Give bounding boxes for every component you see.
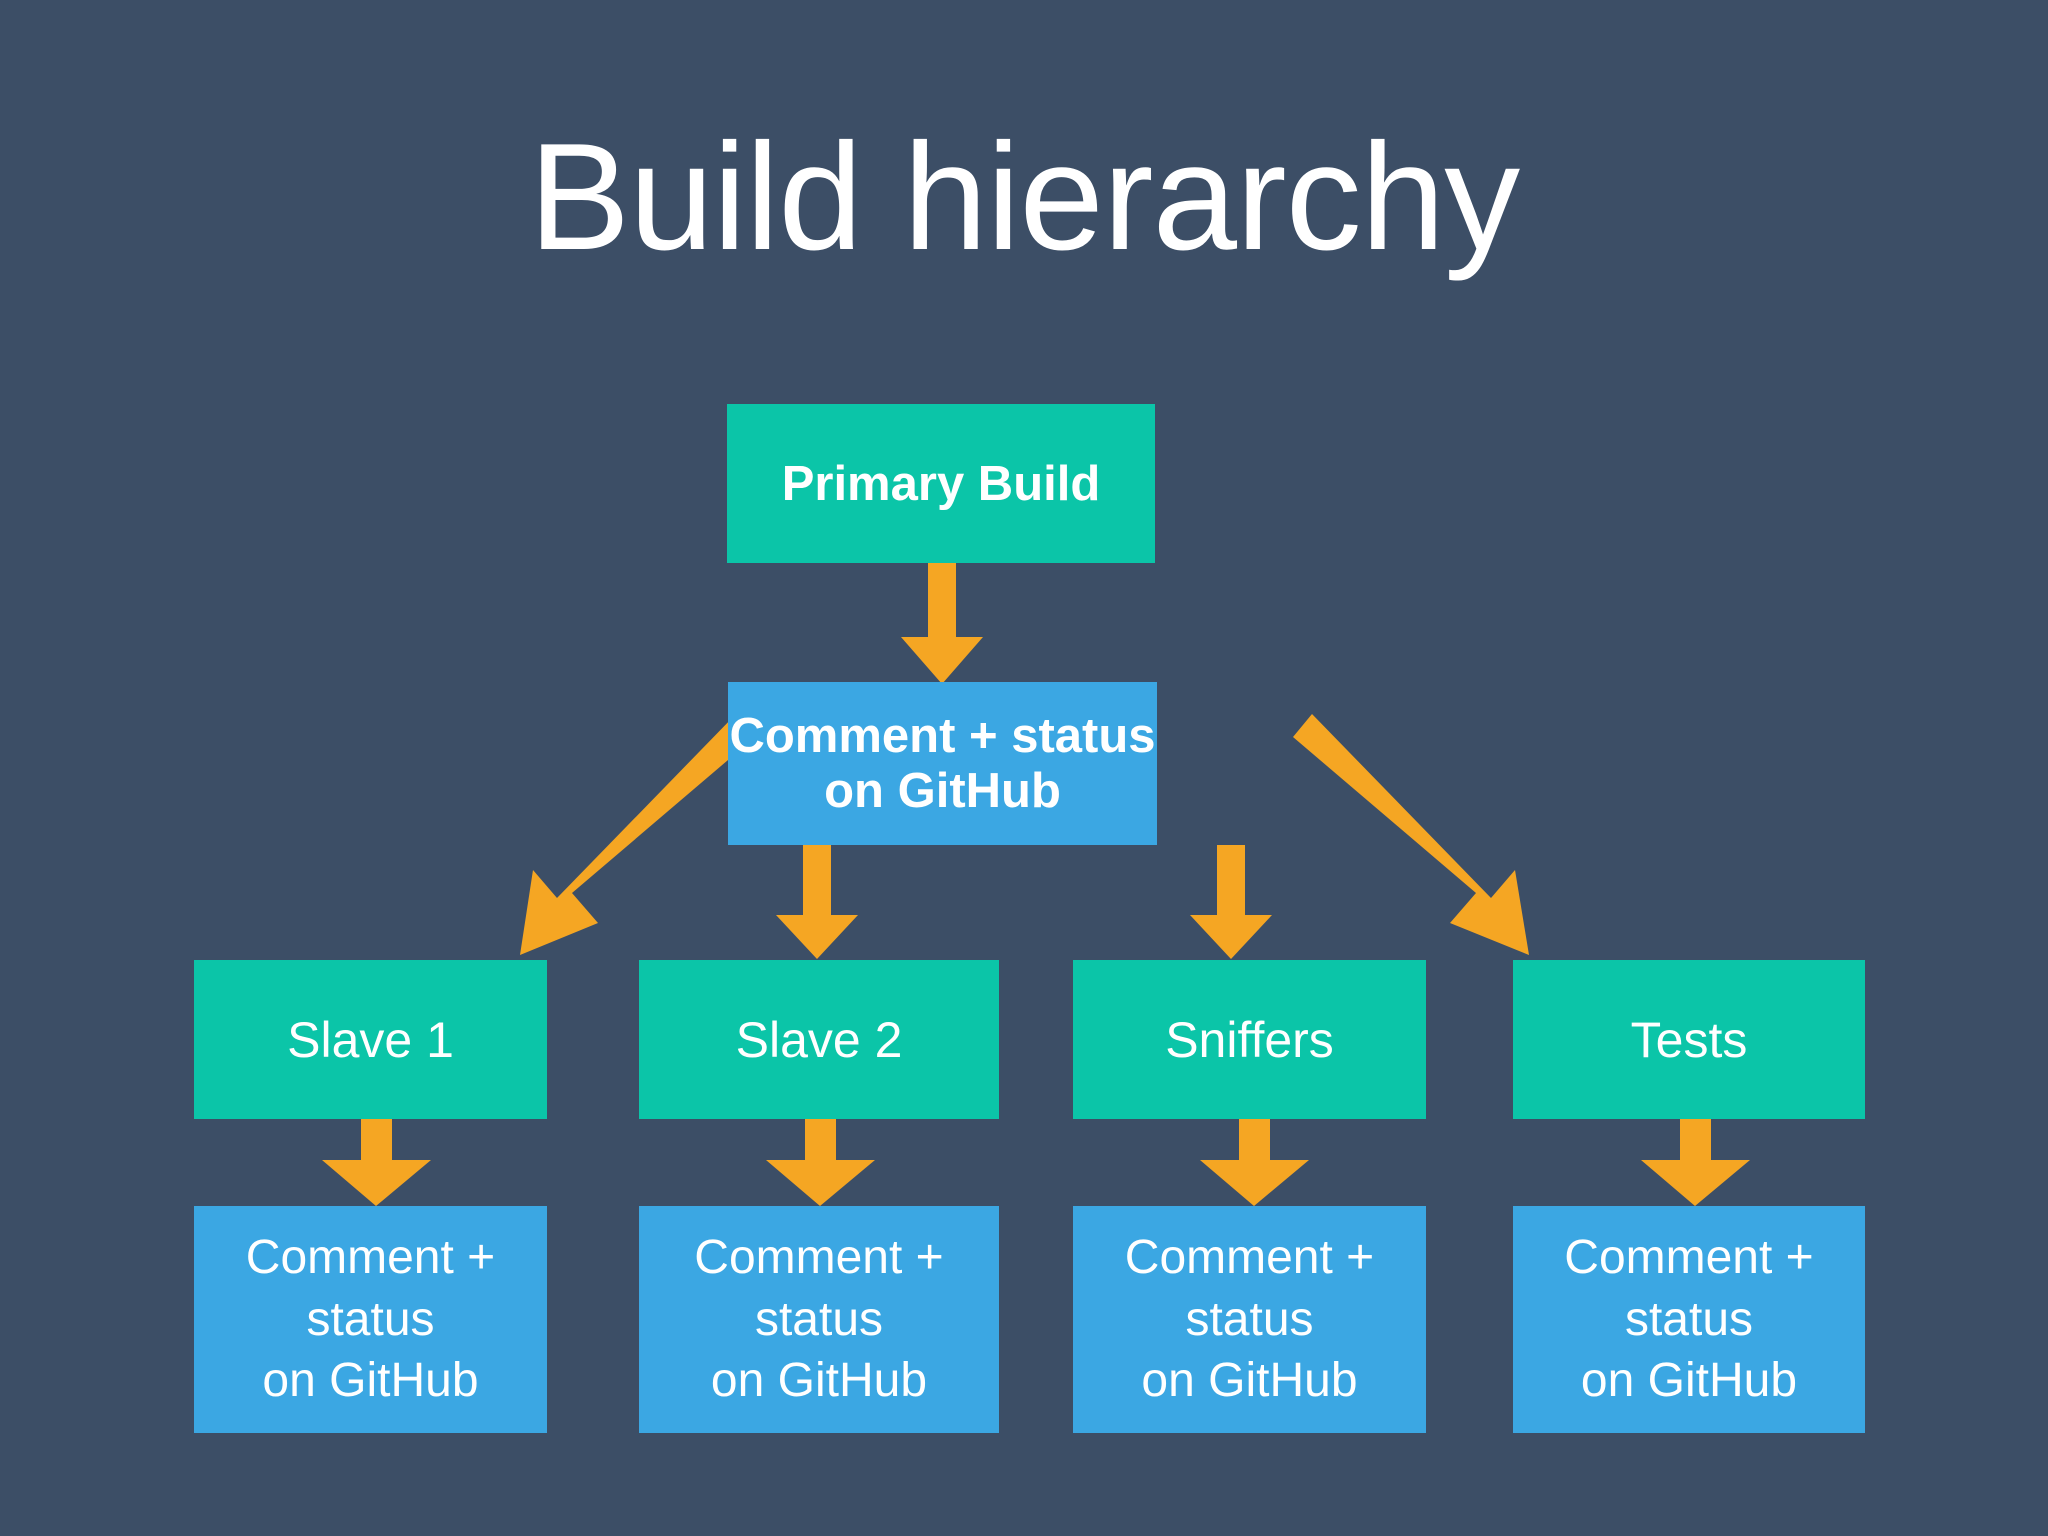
- page-title: Build hierarchy: [528, 112, 1520, 282]
- arrow-slave1-to-leaf1: [322, 1119, 431, 1206]
- leaf-3-line-1: Comment +: [1124, 1231, 1375, 1285]
- node-slave-2[interactable]: Slave 2: [639, 960, 999, 1119]
- arrow-root-to-slave1: [520, 714, 755, 955]
- root-comment-line-1: Comment + status: [729, 708, 1156, 763]
- leaf-4-line-1: Comment +: [1564, 1231, 1814, 1285]
- arrow-root-to-slave2: [776, 845, 858, 959]
- node-primary-build[interactable]: Primary Build: [727, 404, 1155, 563]
- leaf-2-line-1: Comment +: [694, 1231, 944, 1285]
- arrow-primary-to-root: [901, 563, 983, 684]
- leaf-4-line-3: on GitHub: [1580, 1354, 1798, 1408]
- leaf-4-line-2: status: [1624, 1292, 1754, 1346]
- arrow-slave2-to-leaf2: [766, 1119, 875, 1206]
- leaf-2-line-3: on GitHub: [710, 1354, 928, 1408]
- leaf-2-line-2: status: [754, 1292, 884, 1346]
- node-leaf-comment-4[interactable]: Comment + status on GitHub: [1513, 1206, 1865, 1433]
- leaf-3-line-3: on GitHub: [1141, 1354, 1358, 1408]
- node-leaf-comment-2[interactable]: Comment + status on GitHub: [639, 1206, 999, 1433]
- node-leaf-comment-1[interactable]: Comment + status on GitHub: [194, 1206, 547, 1433]
- node-tests-label: Tests: [1630, 1011, 1748, 1068]
- node-slave-1-label: Slave 1: [287, 1011, 454, 1068]
- leaf-1-line-3: on GitHub: [262, 1354, 479, 1408]
- node-leaf-comment-3[interactable]: Comment + status on GitHub: [1073, 1206, 1426, 1433]
- arrow-root-to-sniffers: [1190, 845, 1272, 959]
- node-sniffers-label: Sniffers: [1165, 1011, 1334, 1068]
- node-root-comment-status[interactable]: Comment + status on GitHub: [728, 682, 1157, 845]
- arrow-root-to-tests: [1293, 714, 1529, 955]
- node-slave-2-label: Slave 2: [735, 1011, 903, 1068]
- leaf-1-line-1: Comment +: [245, 1231, 496, 1285]
- leaf-1-line-2: status: [306, 1292, 435, 1346]
- arrow-sniffers-to-leaf3: [1200, 1119, 1309, 1206]
- leaf-3-line-2: status: [1185, 1292, 1314, 1346]
- node-tests[interactable]: Tests: [1513, 960, 1865, 1119]
- arrow-tests-to-leaf4: [1641, 1119, 1750, 1206]
- node-primary-build-label: Primary Build: [781, 456, 1101, 511]
- root-comment-line-2: on GitHub: [824, 763, 1061, 818]
- node-sniffers[interactable]: Sniffers: [1073, 960, 1426, 1119]
- node-slave-1[interactable]: Slave 1: [194, 960, 547, 1119]
